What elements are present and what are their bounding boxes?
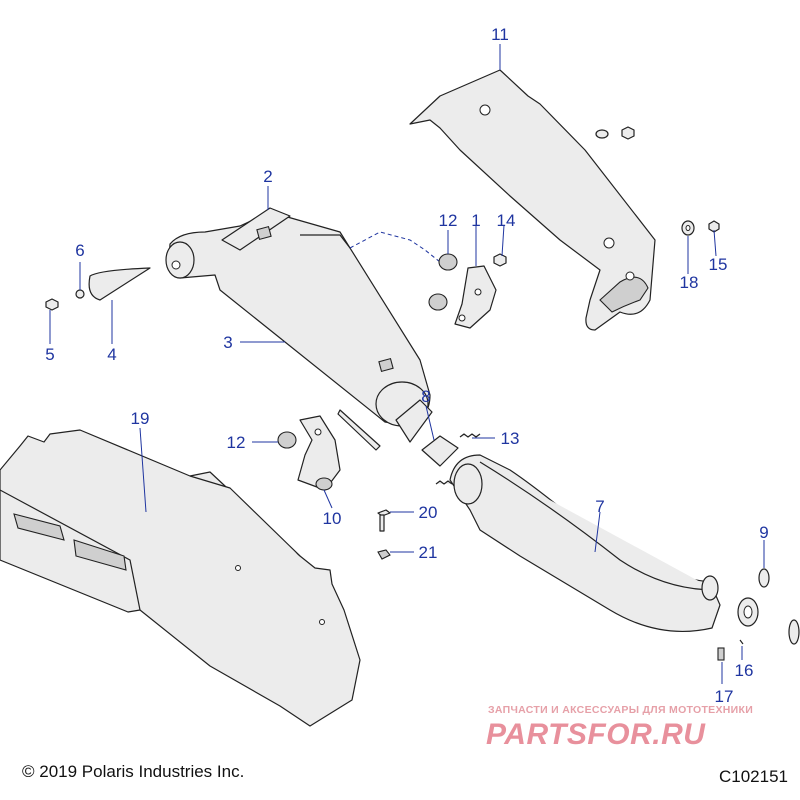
part-3-muffler — [165, 207, 441, 451]
callout-14: 14 — [497, 211, 516, 230]
part-12-grommet-lower — [277, 431, 297, 449]
part-13-spring — [435, 433, 481, 485]
callout-20: 20 — [419, 503, 438, 522]
callout-12-upper: 12 — [439, 211, 458, 230]
part-11-heat-shield — [409, 69, 656, 331]
part-7-head-pipe — [449, 454, 759, 633]
callout-3: 3 — [223, 333, 232, 352]
part-18-washer — [595, 129, 695, 236]
callout-2: 2 — [263, 167, 272, 186]
leader-lines — [49, 44, 765, 684]
part-9-seal-ring — [758, 568, 800, 645]
callout-12-lower: 12 — [227, 433, 246, 452]
part-17-pin — [717, 647, 725, 661]
callout-16: 16 — [735, 661, 754, 680]
callout-6: 6 — [75, 241, 84, 260]
callout-10: 10 — [323, 509, 342, 528]
part-15-nut — [621, 126, 720, 233]
part-1-bracket — [454, 265, 497, 329]
copyright-notice: © 2019 Polaris Industries Inc. — [22, 762, 245, 781]
callout-17: 17 — [715, 687, 734, 706]
watermark-logo: PARTSFOR.RU — [486, 718, 706, 751]
callout-1: 1 — [471, 211, 480, 230]
callout-7: 7 — [595, 497, 604, 516]
callout-9: 9 — [759, 523, 768, 542]
part-14-bolt — [493, 253, 507, 267]
part-4-spark-arrestor-tip — [88, 267, 151, 301]
part-16-clip — [739, 639, 744, 645]
part-21-clip — [377, 549, 391, 560]
part-5-screw — [45, 298, 59, 311]
part-20-bolt — [377, 509, 391, 532]
watermark-tagline: ЗАПЧАСТИ И АКСЕССУАРЫ ДЛЯ МОТОТЕХНИКИ — [488, 704, 754, 716]
callout-13: 13 — [501, 429, 520, 448]
callout-19: 19 — [131, 409, 150, 428]
part-12-grommet-upper — [428, 253, 458, 311]
callout-8: 8 — [421, 387, 430, 406]
callout-labels: 11 2 3 4 5 6 12 1 14 18 15 8 13 12 10 7 … — [45, 25, 768, 706]
part-6-washer — [75, 289, 85, 299]
part-10-bracket — [297, 415, 341, 491]
callout-11: 11 — [491, 25, 509, 44]
callout-18: 18 — [680, 273, 699, 292]
callout-21: 21 — [419, 543, 438, 562]
callout-15: 15 — [709, 255, 728, 274]
callout-5: 5 — [45, 345, 54, 364]
diagram-code: C102151 — [718, 767, 788, 786]
part-19-lower-heat-shield — [0, 429, 361, 727]
callout-4: 4 — [107, 345, 116, 364]
part-8-gasket — [421, 435, 459, 467]
